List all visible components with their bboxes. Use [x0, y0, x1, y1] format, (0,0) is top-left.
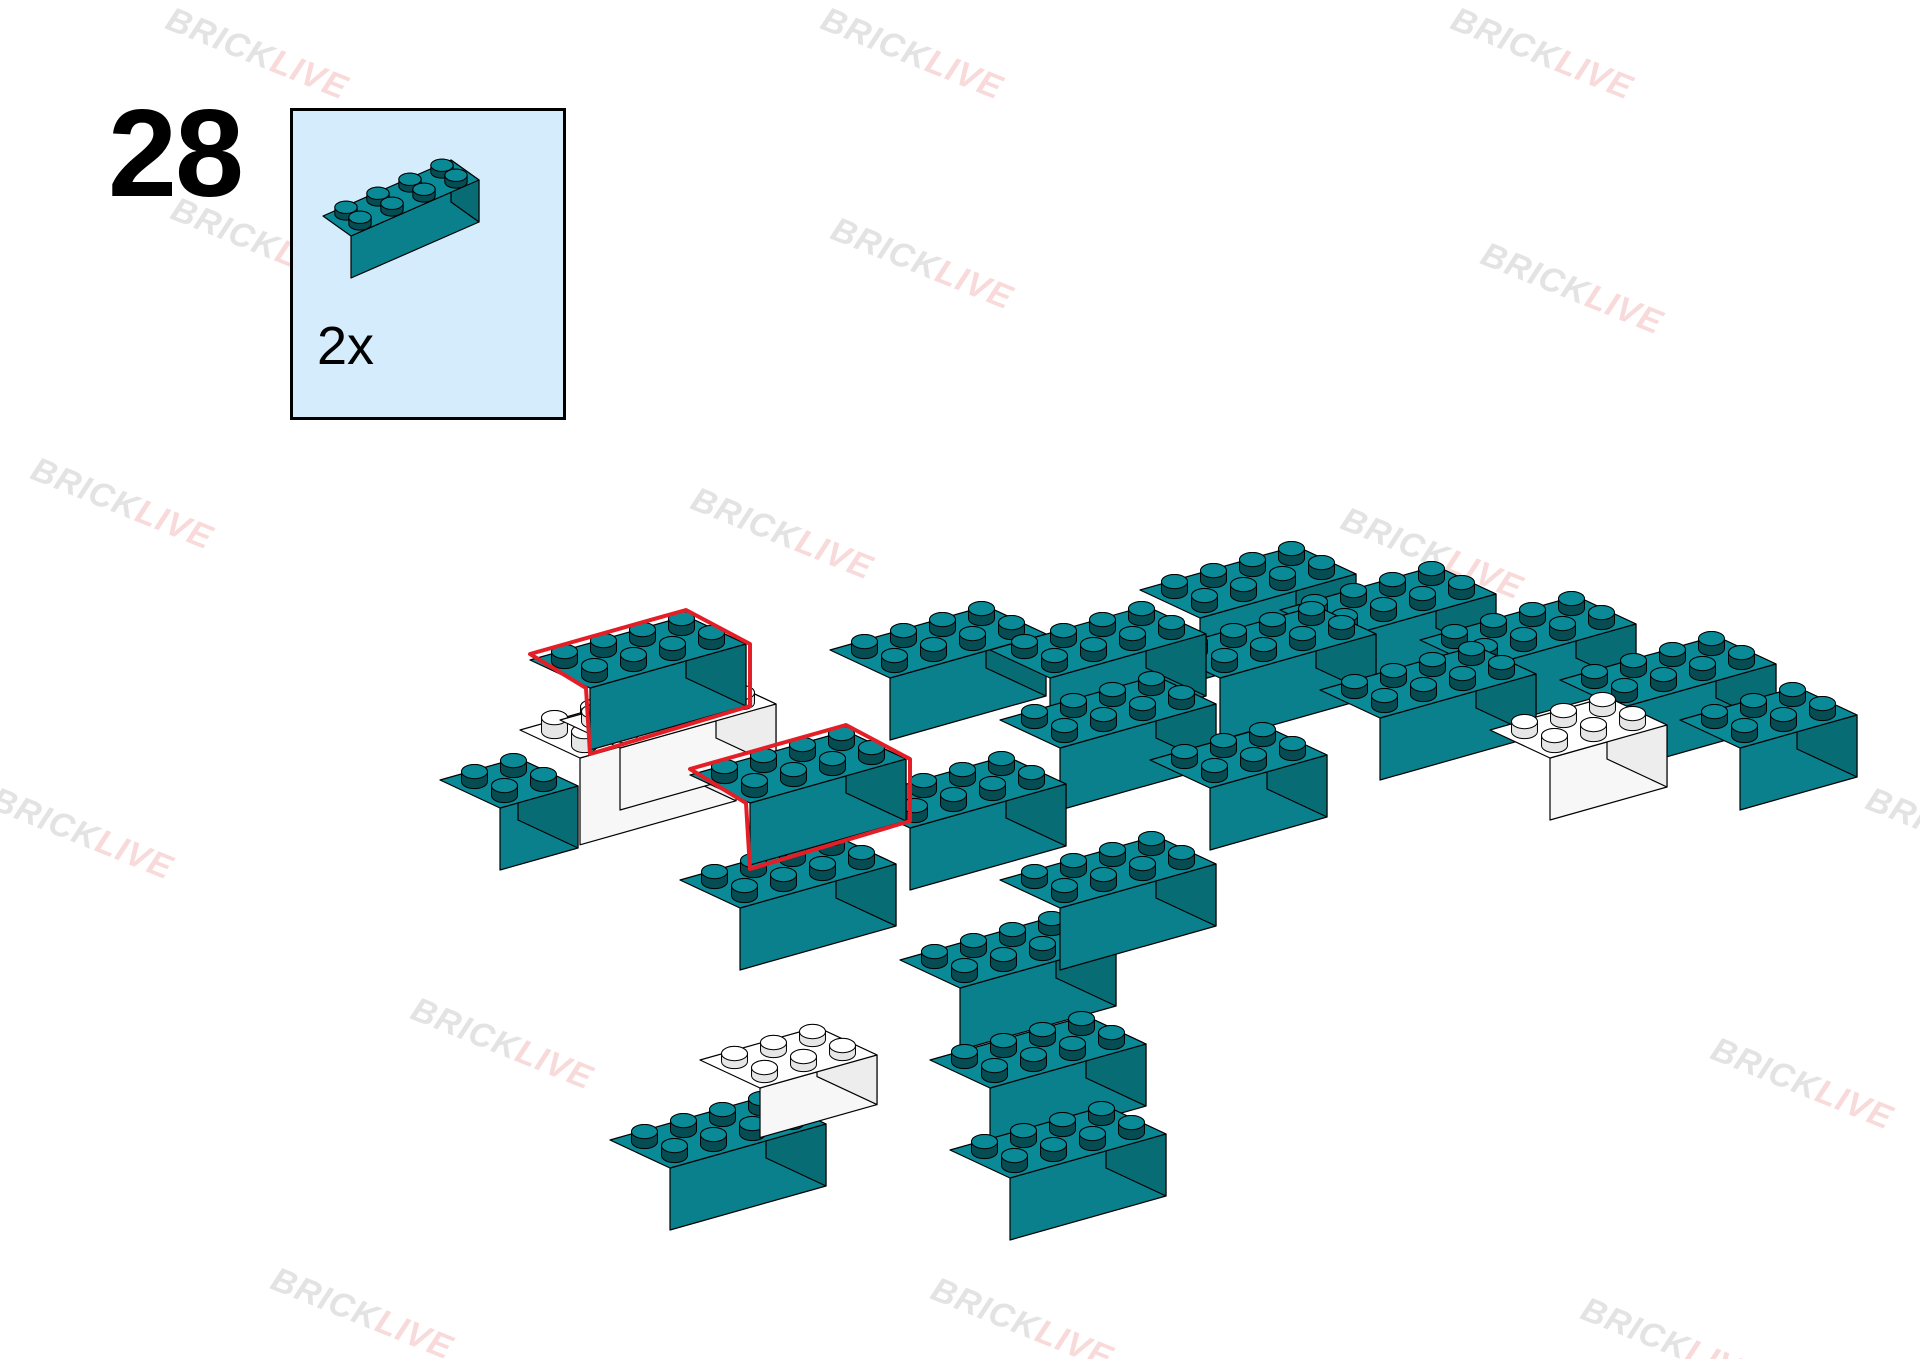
brick-white-belly — [1489, 691, 1668, 821]
step-number: 28 — [108, 85, 244, 223]
brick-side-1 — [999, 830, 1217, 971]
brick-tail — [1679, 681, 1858, 811]
brick-leg-2 — [929, 1010, 1147, 1151]
brick-body-4 — [1149, 721, 1328, 851]
brick-white-chest — [699, 1023, 878, 1139]
part-brick-2x4-image — [322, 158, 480, 279]
brick-mid-2 — [1319, 640, 1537, 781]
part-quantity: 2x — [317, 316, 375, 376]
brick-body-3 — [999, 670, 1217, 811]
brick-head-left — [439, 752, 579, 871]
brick-leg-3 — [949, 1100, 1167, 1241]
brick-new-1 — [528, 608, 752, 756]
brick-body-1 — [829, 600, 1047, 741]
brick-mid-1 — [1159, 600, 1377, 741]
brick-new-2 — [688, 723, 912, 871]
part-brick-2x4 — [322, 158, 480, 279]
parts-callout-box: 2x — [290, 108, 566, 420]
